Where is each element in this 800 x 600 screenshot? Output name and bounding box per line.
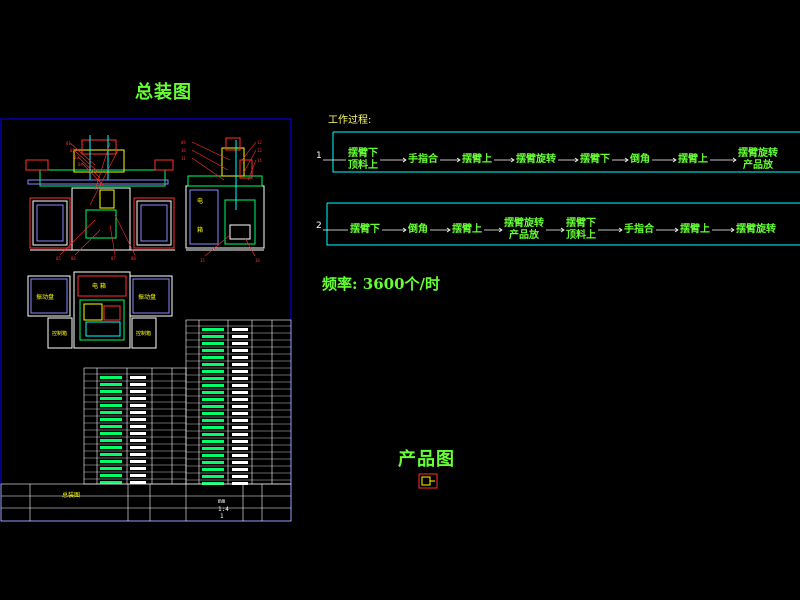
flow-step: 摆臂旋转 (736, 224, 776, 235)
svg-text:电 箱: 电 箱 (92, 282, 106, 290)
flow-step: 摆臂旋转 (516, 154, 556, 165)
svg-text:控制箱: 控制箱 (52, 330, 67, 337)
svg-text:振动盘: 振动盘 (138, 293, 156, 301)
svg-text:08: 08 (131, 256, 136, 261)
flow-step: 摆臂旋转 产品放 (504, 218, 544, 241)
flow-step: 摆臂旋转 产品放 (738, 148, 778, 171)
title-block-sheet: 1 (220, 513, 224, 520)
flow-step: 手指合 (624, 224, 654, 235)
flow-step: 摆臂下 顶料上 (566, 218, 596, 241)
svg-text:16: 16 (255, 258, 260, 263)
svg-text:11: 11 (181, 156, 186, 161)
assembly-drawing-title: 总装图 (135, 82, 192, 103)
svg-text:06: 06 (71, 256, 76, 261)
title-block-scale: 1:4 (218, 506, 229, 513)
svg-text:15: 15 (200, 258, 205, 263)
flow-step: 摆臂下 (580, 154, 610, 165)
svg-text:控制箱: 控制箱 (136, 330, 151, 337)
title-block-unit: mm (218, 498, 226, 505)
svg-text:07: 07 (111, 256, 116, 261)
flow-step: 摆臂上 (678, 154, 708, 165)
process-label: 工作过程: (328, 115, 372, 126)
flow-step: 倒角 (408, 224, 428, 235)
svg-text:14: 14 (257, 158, 262, 163)
flow-step: 摆臂上 (452, 224, 482, 235)
flow-step: 摆臂下 顶料上 (348, 148, 378, 171)
svg-text:箱: 箱 (197, 226, 203, 234)
flow-step: 倒角 (630, 154, 650, 165)
flow-step: 摆臂上 (462, 154, 492, 165)
svg-text:电: 电 (197, 197, 203, 205)
svg-text:01: 01 (66, 141, 71, 146)
flow-number: 2 (316, 221, 322, 231)
flow-step: 摆臂上 (680, 224, 710, 235)
flow-step: 摆臂下 (350, 224, 380, 235)
svg-text:03: 03 (74, 155, 79, 160)
frequency-text: 频率: 3600个/时 (322, 275, 440, 293)
svg-text:振动盘: 振动盘 (36, 293, 54, 301)
svg-text:02: 02 (70, 148, 75, 153)
svg-text:10: 10 (181, 148, 186, 153)
svg-text:13: 13 (257, 148, 262, 153)
title-block-drawing-name: 总装图 (62, 492, 81, 499)
flow-number: 1 (316, 151, 322, 161)
svg-text:12: 12 (257, 140, 262, 145)
svg-text:05: 05 (56, 256, 61, 261)
product-drawing-title: 产品图 (398, 449, 455, 470)
flow-step: 手指合 (408, 154, 438, 165)
svg-text:04: 04 (78, 162, 83, 167)
svg-text:09: 09 (181, 140, 186, 145)
